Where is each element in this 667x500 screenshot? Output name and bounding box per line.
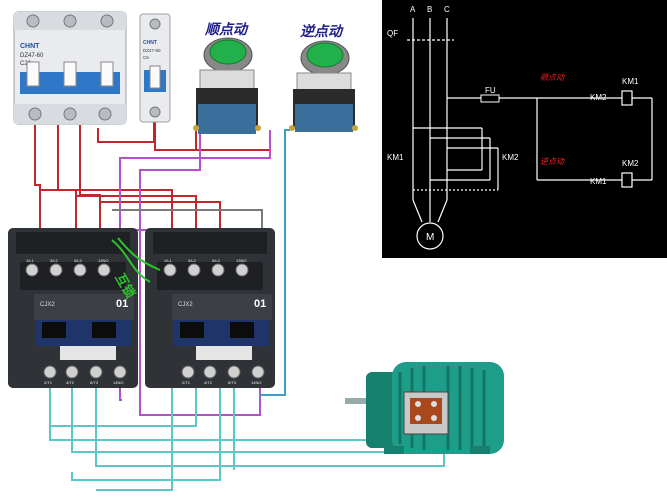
km1-main-label: KM1 [387, 153, 404, 162]
contactor-right: 1/L1 3/L2 5/L3 13NO CJX2 01 2/T1 4/T2 6/… [145, 228, 275, 388]
motor [345, 362, 504, 454]
left-bottom-terminal-3: 6/T3 [90, 380, 99, 385]
breaker-handle-1[interactable] [26, 61, 40, 87]
phase-b-label: B [427, 5, 432, 14]
left-top-terminal-4: 13NO [98, 258, 108, 263]
phase-c-label: C [444, 5, 450, 14]
fuse-symbol [480, 94, 500, 103]
right-contactor-model: CJX2 [178, 302, 193, 308]
right-bottom-terminal-3: 6/T3 [228, 380, 237, 385]
control-breaker-model: DZ47-60 [143, 48, 161, 53]
left-contactor-number: 01 [116, 298, 128, 310]
right-top-terminal-4: 13NO [236, 258, 246, 263]
main-breaker-rating: C20 [20, 61, 32, 67]
phase-a-label: A [410, 5, 416, 14]
forward-button-cap[interactable] [209, 39, 247, 65]
right-contactor-number: 01 [254, 298, 266, 310]
control-breaker-rating: C6 [143, 55, 149, 60]
left-top-terminal-1: 1/L1 [26, 258, 35, 263]
control-breaker-handle[interactable] [149, 65, 161, 89]
left-bottom-terminal-2: 4/T2 [66, 380, 75, 385]
left-top-terminal-2: 3/L2 [50, 258, 59, 263]
motor-label: M [426, 232, 434, 243]
right-top-terminal-1: 1/L1 [164, 258, 173, 263]
control-breaker-brand: CHNT [143, 40, 157, 46]
left-contactor-model: CJX2 [40, 302, 55, 308]
left-bottom-terminal-1: 2/T1 [44, 380, 53, 385]
km1-coil-label: KM1 [622, 77, 639, 86]
km2-aux-label-top: KM2 [590, 93, 607, 102]
right-bottom-terminal-4: 14NO [251, 380, 261, 385]
forward-button-label: 顺点动 [204, 21, 249, 38]
reverse-button-label: 逆点动 [300, 23, 344, 40]
main-breaker-model: DZ47-60 [20, 53, 44, 59]
left-top-terminal-3: 5/L3 [74, 258, 83, 263]
breaker-handle-2[interactable] [63, 61, 77, 87]
schematic-reverse-label: 逆点动 [540, 157, 565, 166]
km1-coil [621, 90, 633, 106]
schematic-diagram: A B C QF FU KM1 KM2 KM2 KM1 KM1 KM2 顺点动 … [382, 0, 667, 258]
left-bottom-terminal-4: 14NO [113, 380, 123, 385]
km2-coil [621, 172, 633, 188]
right-bottom-terminal-2: 4/T2 [204, 380, 213, 385]
motor-symbol: M [416, 222, 444, 250]
contactor-left: 1/L1 3/L2 5/L3 13NO CJX2 01 2/T1 4/T2 6/… [8, 228, 138, 388]
fu-label: FU [485, 86, 496, 95]
right-top-terminal-2: 3/L2 [188, 258, 197, 263]
qf-label: QF [387, 29, 398, 38]
interlock-wires [111, 237, 161, 283]
main-breaker: CHNT DZ47-60 C20 [13, 11, 127, 125]
right-top-terminal-3: 5/L3 [212, 258, 221, 263]
km2-coil-label: KM2 [622, 159, 639, 168]
breaker-handle-3[interactable] [100, 61, 114, 87]
right-bottom-terminal-1: 2/T1 [182, 380, 191, 385]
control-breaker: CHNT DZ47-60 C6 [139, 13, 171, 123]
schematic-forward-label: 顺点动 [540, 73, 565, 82]
reverse-jog-button[interactable] [289, 40, 358, 132]
km1-aux-label-bottom: KM1 [590, 177, 607, 186]
reverse-button-cap[interactable] [306, 42, 344, 68]
km2-main-label: KM2 [502, 153, 519, 162]
forward-jog-button[interactable] [193, 37, 261, 134]
main-breaker-brand: CHNT [20, 43, 40, 50]
